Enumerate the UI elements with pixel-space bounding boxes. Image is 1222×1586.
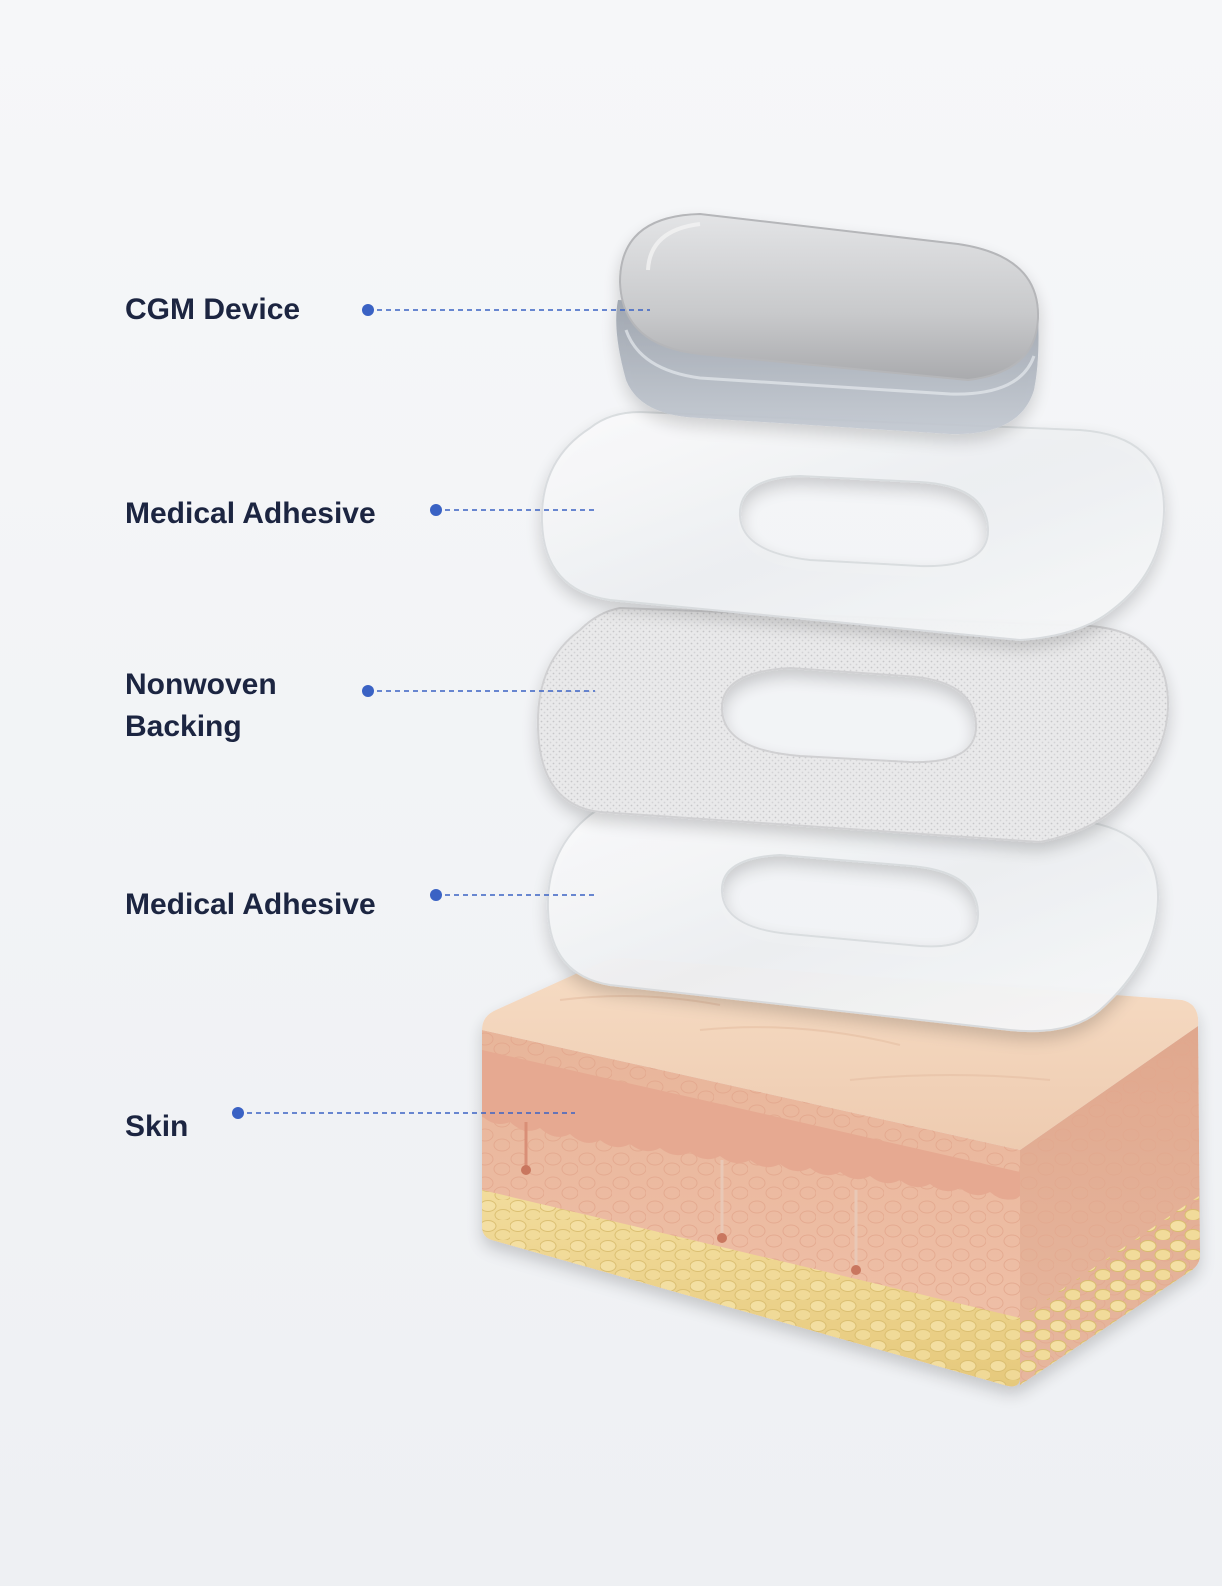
leader-cgm-device bbox=[362, 304, 650, 316]
leader-medical-adhesive-lower bbox=[430, 889, 598, 901]
leader-medical-adhesive-upper bbox=[430, 504, 598, 516]
leader-lines bbox=[232, 304, 650, 1119]
leader-skin bbox=[232, 1107, 575, 1119]
leader-dot bbox=[232, 1107, 244, 1119]
label-medical-adhesive-upper: Medical Adhesive bbox=[125, 493, 376, 535]
label-medical-adhesive-lower: Medical Adhesive bbox=[125, 884, 376, 926]
lower-medical-adhesive-layer bbox=[546, 798, 1160, 1033]
label-skin: Skin bbox=[125, 1106, 188, 1148]
upper-medical-adhesive-layer bbox=[540, 410, 1166, 642]
label-cgm-device: CGM Device bbox=[125, 289, 300, 331]
leader-dot bbox=[362, 304, 374, 316]
cgm-device bbox=[616, 212, 1040, 435]
label-text: CGM Device bbox=[125, 293, 301, 326]
label-text: Medical Adhesive bbox=[125, 497, 376, 530]
label-text: Skin bbox=[125, 1110, 189, 1143]
leader-dot bbox=[362, 685, 374, 697]
label-nonwoven-backing: Nonwoven Backing bbox=[125, 664, 277, 748]
leader-nonwoven-backing bbox=[362, 685, 595, 697]
label-text-line2: Backing bbox=[125, 710, 242, 743]
leader-dot bbox=[430, 504, 442, 516]
nonwoven-backing-layer bbox=[536, 606, 1170, 844]
leader-dot bbox=[430, 889, 442, 901]
label-text: Medical Adhesive bbox=[125, 888, 376, 921]
label-text-line1: Nonwoven bbox=[125, 668, 277, 701]
